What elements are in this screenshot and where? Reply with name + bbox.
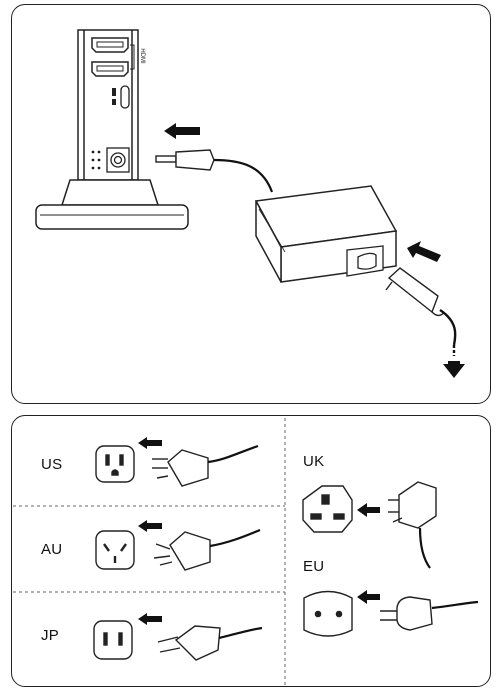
- arrow-left-icon: [138, 437, 162, 449]
- region-label-uk: UK: [303, 453, 325, 470]
- usb-c-port: [120, 85, 130, 109]
- arrow-left-icon: [138, 520, 162, 532]
- region-label-us: US: [41, 456, 63, 473]
- region-label-eu: EU: [303, 558, 325, 575]
- eu-plug: [380, 596, 479, 631]
- arrow-left-icon: [164, 123, 200, 139]
- dc-plug: [155, 149, 215, 171]
- dc-in-port: [106, 147, 130, 173]
- ac-cord-plug: [385, 267, 445, 317]
- ac-cable: [439, 309, 457, 346]
- region-label-jp: JP: [41, 627, 60, 644]
- plug-types-panel: [11, 415, 491, 687]
- au-plug: [153, 528, 261, 571]
- arrow-left-icon: [138, 613, 162, 625]
- us-plug: [152, 444, 259, 487]
- hdmi-bracket: [130, 44, 135, 70]
- monitor-stand: [35, 29, 189, 230]
- jp-outlet: [93, 620, 133, 660]
- arrow-left-icon: [357, 503, 380, 517]
- arrow-left-icon: [357, 590, 380, 604]
- arrow-left-icon: [407, 241, 441, 262]
- hdmi-port-2: [91, 61, 129, 77]
- arrow-down-icon: [443, 361, 465, 378]
- ac-inlet: [346, 245, 384, 277]
- grid-dividers: [13, 418, 286, 685]
- au-outlet: [95, 530, 135, 570]
- hdmi-port-1: [91, 37, 129, 53]
- dc-cable: [213, 158, 274, 193]
- jp-plug: [157, 625, 263, 661]
- usb-icon: [112, 88, 116, 105]
- us-outlet: [95, 445, 135, 483]
- uk-outlet: [302, 485, 353, 533]
- eu-outlet: [303, 590, 353, 637]
- uk-plug: [388, 481, 437, 569]
- hdmi-label: HDMI: [139, 48, 145, 64]
- dc-polarity-icon: [91, 150, 101, 170]
- region-label-au: AU: [41, 541, 63, 558]
